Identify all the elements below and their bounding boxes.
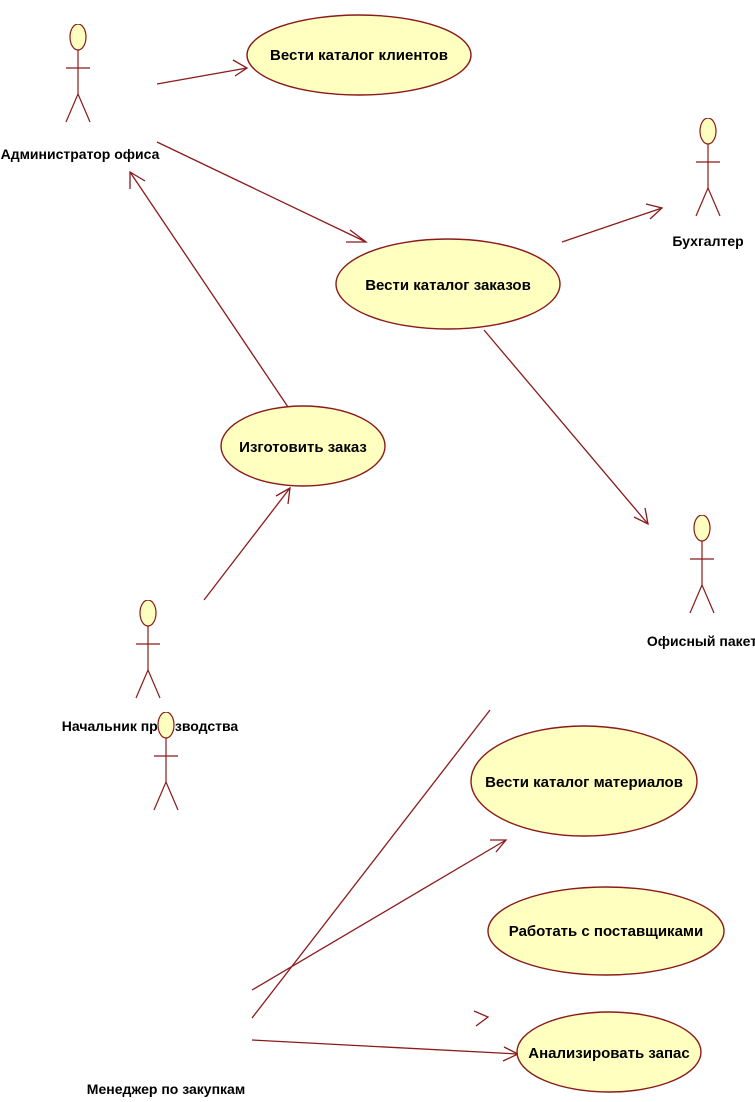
usecase-label: Вести каталог заказов (365, 277, 531, 294)
actor-label: Администратор офиса (1, 146, 160, 162)
usecase-label: Изготовить заказ (239, 439, 367, 456)
actor-office-suite[interactable]: Офисный пакет (647, 515, 755, 649)
actor-figure-icon (695, 118, 721, 217)
usecase-label: Вести каталог клиентов (270, 47, 448, 64)
usecase-label: Вести каталог материалов (485, 774, 683, 791)
usecase-make-order[interactable]: Изготовить заказ (220, 405, 386, 487)
actor-label: Начальник производства (62, 718, 239, 734)
actor-figure-icon (135, 600, 161, 699)
arrowhead-suppliers (473, 1010, 490, 1027)
association-order-catalog-accountant (561, 203, 664, 243)
association-purchasing-suppliers (251, 709, 491, 1019)
actor-figure-icon (153, 712, 179, 811)
actor-purchasing-manager[interactable]: Менеджер по закупкам (87, 712, 245, 1097)
actor-office-admin[interactable]: Администратор офиса (1, 24, 160, 162)
association-admin-order-catalog (156, 141, 368, 243)
actor-label: Офисный пакет (647, 633, 755, 649)
association-order-catalog-office-suite (483, 329, 649, 526)
association-make-order-admin (129, 170, 289, 408)
association-purchasing-stock (251, 1039, 520, 1062)
association-purchasing-materials (251, 839, 508, 991)
usecase-suppliers[interactable]: Работать с поставщиками (487, 886, 725, 976)
actor-production-head[interactable]: Начальник производства (62, 600, 239, 734)
usecase-materials-catalog[interactable]: Вести каталог материалов (470, 725, 698, 837)
actor-figure-icon (689, 515, 715, 614)
usecase-analyze-stock[interactable]: Анализировать запас (516, 1011, 702, 1093)
usecase-order-catalog[interactable]: Вести каталог заказов (335, 238, 561, 330)
association-admin-client-catalog (156, 59, 249, 85)
actor-label: Бухгалтер (672, 233, 743, 249)
actor-figure-icon (65, 24, 91, 123)
actor-label: Менеджер по закупкам (87, 1081, 245, 1097)
actor-accountant[interactable]: Бухгалтер (672, 118, 744, 249)
usecase-label: Работать с поставщиками (509, 923, 703, 940)
usecase-label: Анализировать запас (528, 1045, 689, 1062)
usecase-client-catalog[interactable]: Вести каталог клиентов (246, 14, 472, 96)
association-production-head-make-order (203, 486, 291, 601)
